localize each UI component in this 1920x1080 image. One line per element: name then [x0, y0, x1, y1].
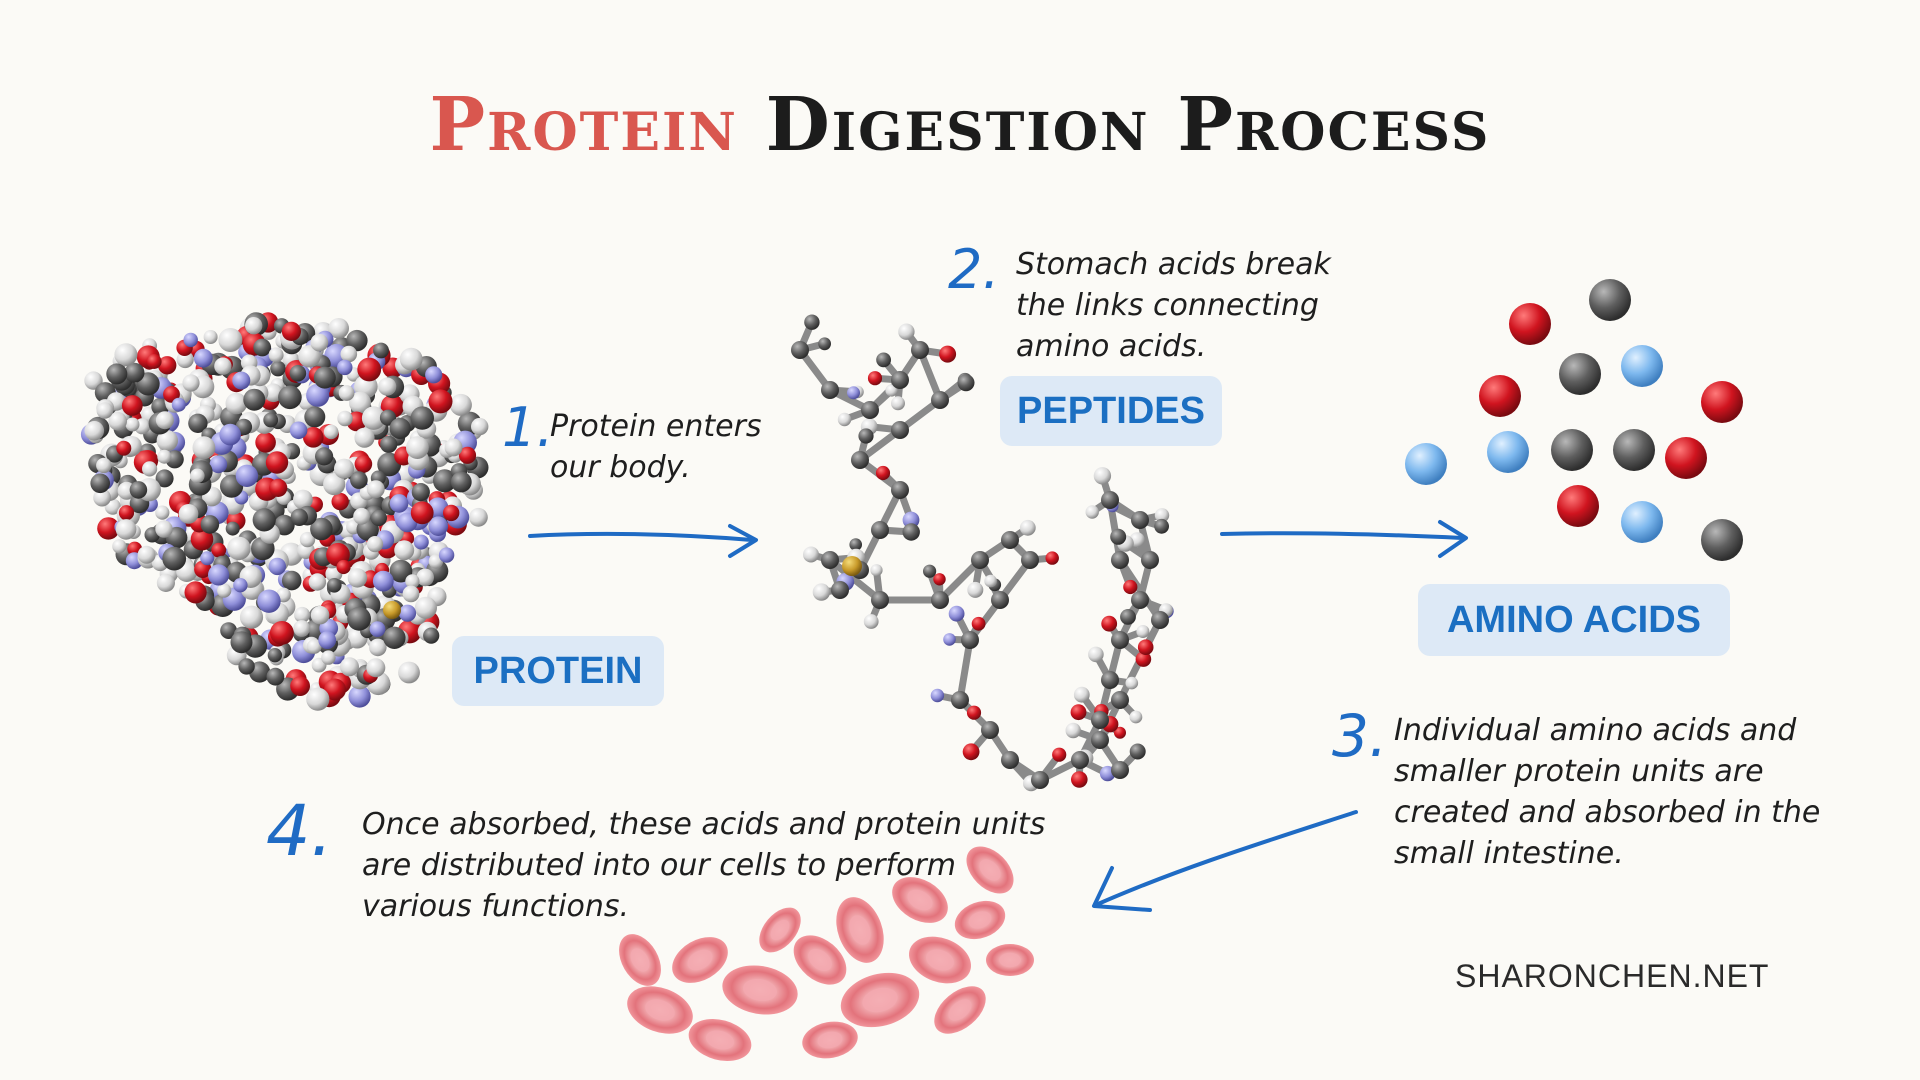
step-2-line-1: Stomach acids break [1016, 247, 1331, 282]
step-2-number: 2. [948, 238, 1000, 301]
peptide-chain-icon [791, 314, 1174, 792]
amino-acids-label: AMINO ACIDS [1418, 584, 1730, 656]
arrow-right-icon [1220, 520, 1468, 558]
arrow-right-icon [528, 524, 758, 558]
title-highlight: Protein [429, 82, 738, 168]
step-2-text: Stomach acids break the links connecting… [1016, 244, 1331, 367]
site-credit: SHARONCHEN.NET [1455, 958, 1770, 994]
step-3-line-3: created and absorbed in the [1394, 795, 1821, 830]
peptides-label: PEPTIDES [1000, 376, 1222, 446]
blood-cells-icon [619, 846, 1034, 1062]
step-4-text: Once absorbed, these acids and protein u… [362, 804, 1045, 927]
arrow-down-left-icon [1092, 810, 1358, 912]
step-4-line-2: are distributed into our cells to perfor… [362, 848, 956, 883]
step-3-text: Individual amino acids and smaller prote… [1394, 710, 1820, 874]
page-title: Protein Digestion Process [0, 82, 1920, 168]
step-4-line-1: Once absorbed, these acids and protein u… [362, 807, 1046, 842]
step-3-number: 3. [1332, 702, 1388, 770]
step-1-line-1: Protein enters [550, 409, 762, 444]
step-3-line-1: Individual amino acids and [1394, 713, 1797, 748]
title-rest: Digestion Process [765, 82, 1491, 168]
step-3-line-2: smaller protein units are [1394, 754, 1764, 789]
amino-acid-cluster-icon [1405, 279, 1743, 561]
step-2-line-3: amino acids. [1016, 329, 1207, 364]
protein-label: PROTEIN [452, 636, 664, 706]
protein-molecule-icon [80, 312, 489, 711]
step-2-line-2: the links connecting [1016, 288, 1319, 323]
step-1-number: 1. [502, 396, 554, 459]
step-3-line-4: small intestine. [1394, 836, 1624, 871]
step-4-line-3: various functions. [362, 889, 630, 924]
step-1-text: Protein enters our body. [550, 406, 762, 488]
step-4-number: 4. [266, 790, 333, 872]
step-1-line-2: our body. [550, 450, 691, 485]
